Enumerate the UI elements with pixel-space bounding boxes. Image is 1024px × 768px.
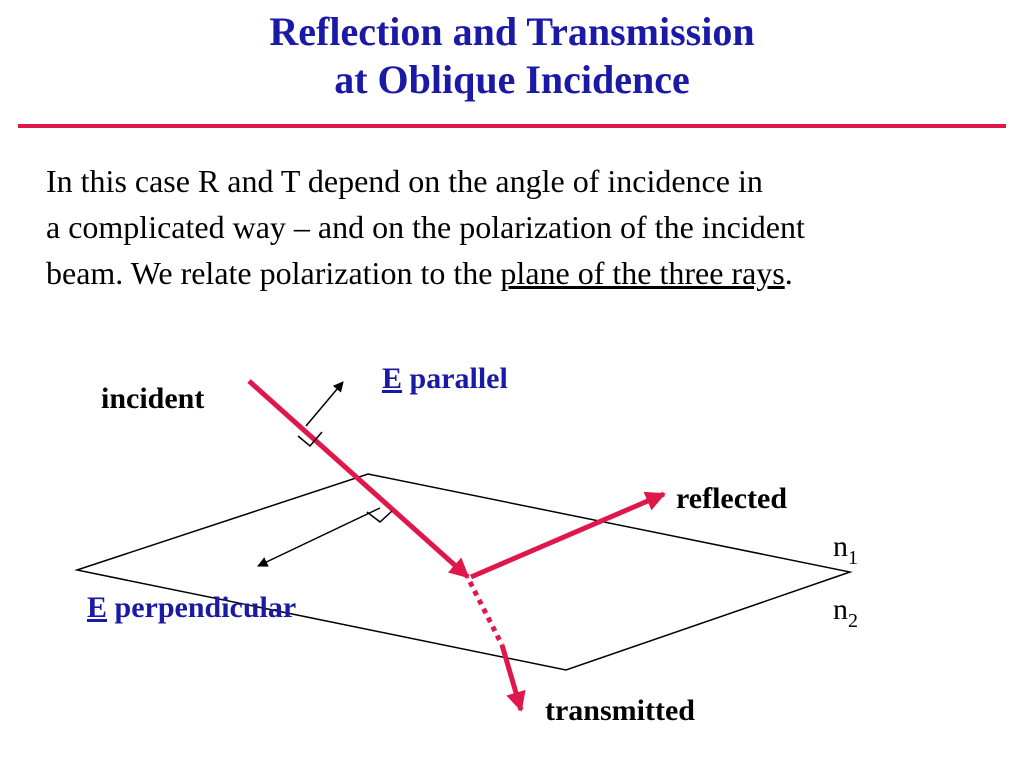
interface-plane — [74, 473, 853, 671]
incident-ray — [247, 379, 470, 579]
reflected-ray — [470, 491, 666, 580]
n1-label: n1 — [833, 530, 858, 569]
transmitted-label: transmitted — [545, 694, 695, 727]
e-perpendicular-label: E perpendicular — [87, 591, 296, 624]
n2-label: n2 — [833, 593, 858, 632]
title-divider — [18, 124, 1006, 128]
e-perpendicular-text: perpendicular — [107, 591, 296, 624]
n1-base: n — [833, 530, 848, 563]
e-perpendicular-right-angle-mark — [366, 510, 393, 523]
slide-title: Reflection and Transmission at Oblique I… — [0, 8, 1024, 104]
n2-subscript: 2 — [848, 610, 858, 632]
reflected-label: reflected — [676, 482, 787, 515]
body-line-2: a complicated way – and on the polarizat… — [46, 209, 805, 245]
transmitted-ray-dotted — [467, 580, 505, 647]
plane-of-rays-text: plane of the three rays — [500, 255, 785, 291]
n2-base: n — [833, 593, 848, 626]
body-line-3-suffix: . — [784, 255, 793, 291]
e-parallel-right-angle-mark — [297, 431, 323, 448]
incident-label: incident — [101, 382, 204, 415]
e-parallel-text: parallel — [402, 362, 508, 395]
body-line-3: beam. We relate polarization to the plan… — [46, 250, 1006, 296]
body-paragraph: In this case R and T depend on the angle… — [46, 158, 1006, 296]
transmitted-ray — [499, 644, 526, 712]
e-parallel-vector — [305, 381, 344, 427]
title-line-1: Reflection and Transmission — [269, 9, 755, 54]
title-line-2: at Oblique Incidence — [334, 57, 690, 102]
body-line-1: In this case R and T depend on the angle… — [46, 163, 763, 199]
n1-subscript: 1 — [848, 547, 858, 569]
e-parallel-label: E parallel — [382, 362, 508, 395]
e-perpendicular-vector — [257, 507, 381, 567]
e-perpendicular-symbol: E — [87, 591, 107, 624]
e-parallel-symbol: E — [382, 362, 402, 395]
body-line-3-prefix: beam. We relate polarization to the — [46, 255, 501, 291]
